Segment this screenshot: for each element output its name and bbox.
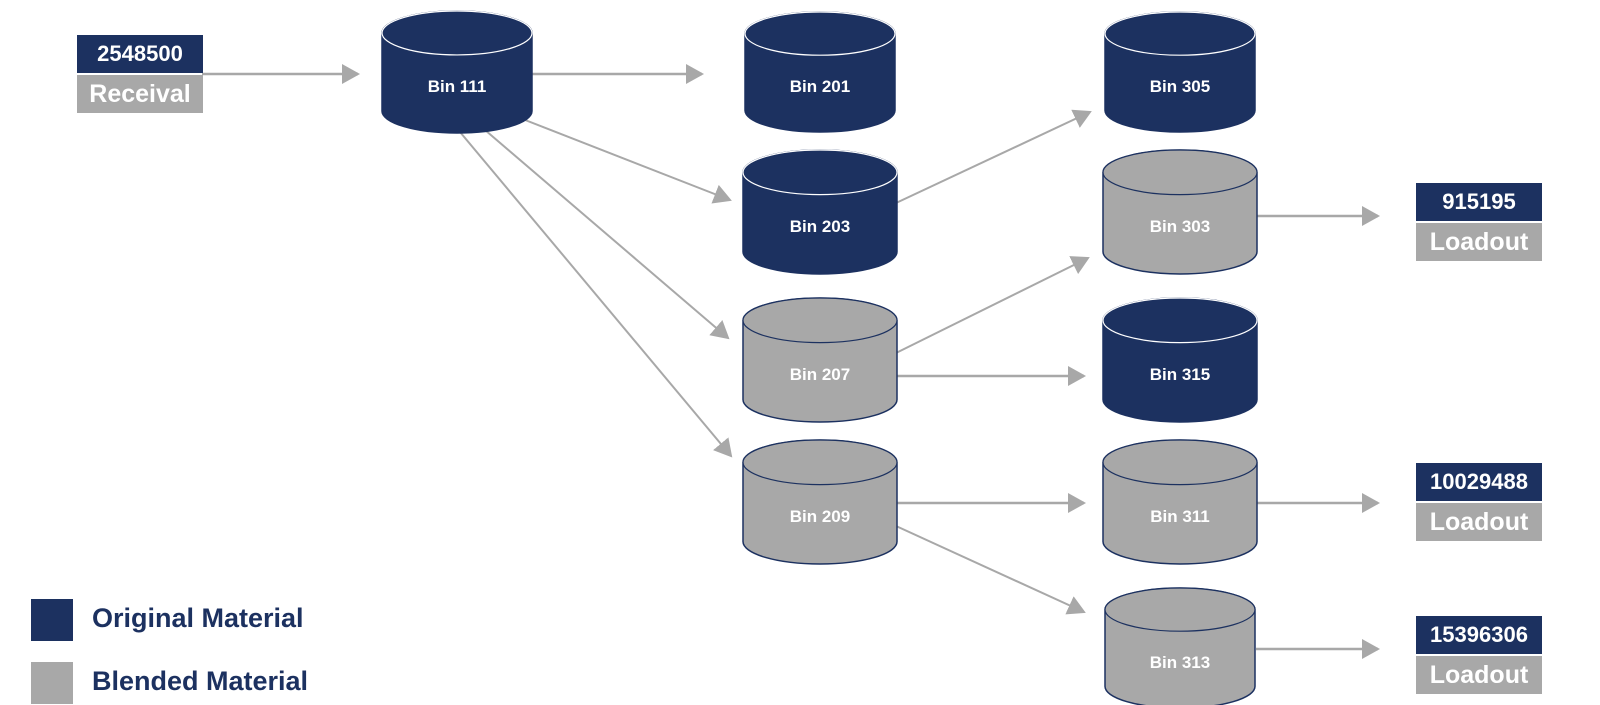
bin-201-cylinder: Bin 201 <box>744 11 896 133</box>
bin-315-label: Bin 315 <box>1150 365 1210 384</box>
loadout-3-value: 15396306 <box>1416 616 1542 654</box>
bin-311-cylinder: Bin 311 <box>1102 439 1258 565</box>
arrow-bin207-to-bin303 <box>895 256 1090 354</box>
cylinder-lid <box>1102 297 1258 344</box>
arrow-bin111-to-bin209 <box>459 131 733 458</box>
bin-313-cylinder: Bin 313 <box>1104 587 1256 705</box>
legend-blended-swatch <box>31 662 73 704</box>
bin-209-label: Bin 209 <box>790 507 850 526</box>
bin-111-cylinder: Bin 111 <box>381 10 533 134</box>
cylinder-lid <box>1102 439 1258 486</box>
bin-315-cylinder: Bin 315 <box>1102 297 1258 423</box>
bin-313-label: Bin 313 <box>1150 653 1210 672</box>
loadout-2-value: 10029488 <box>1416 463 1542 501</box>
arrow-bin209-to-bin313 <box>895 525 1086 615</box>
bin-305-label: Bin 305 <box>1150 77 1210 96</box>
arrow-bin111-to-bin207 <box>484 129 730 340</box>
bin-303-label: Bin 303 <box>1150 217 1210 236</box>
receival-caption: Receival <box>77 75 203 113</box>
bin-207-cylinder: Bin 207 <box>742 297 898 423</box>
cylinder-lid <box>1102 149 1258 196</box>
cylinder-lid <box>742 297 898 344</box>
cylinder-lid <box>381 10 533 56</box>
bin-203-cylinder: Bin 203 <box>742 149 898 275</box>
arrow-bin111-to-bin203 <box>519 117 732 204</box>
loadout-3-caption: Loadout <box>1416 656 1542 694</box>
loadout-2-caption: Loadout <box>1416 503 1542 541</box>
bin-111-label: Bin 111 <box>428 77 487 96</box>
legend-blended-label: Blended Material <box>92 666 309 696</box>
arrow-bin203-to-bin305 <box>895 109 1092 204</box>
bin-201-label: Bin 201 <box>790 77 850 96</box>
bin-209-cylinder: Bin 209 <box>742 439 898 565</box>
cylinder-lid <box>742 149 898 196</box>
bin-303-cylinder: Bin 303 <box>1102 149 1258 275</box>
loadout-1-caption: Loadout <box>1416 223 1542 261</box>
loadout-1-value: 915195 <box>1416 183 1542 221</box>
bin-203-label: Bin 203 <box>790 217 850 236</box>
cylinder-lid <box>742 439 898 486</box>
bin-311-label: Bin 311 <box>1150 507 1210 526</box>
cylinder-lid <box>744 11 896 56</box>
legend-original-swatch <box>31 599 73 641</box>
legend-original-label: Original Material <box>92 603 304 633</box>
cylinder-lid <box>1104 587 1256 632</box>
bin-305-cylinder: Bin 305 <box>1104 11 1256 133</box>
receival-value: 2548500 <box>77 35 203 73</box>
flow-arrows <box>202 64 1380 659</box>
cylinder-lid <box>1104 11 1256 56</box>
bin-207-label: Bin 207 <box>790 365 850 384</box>
